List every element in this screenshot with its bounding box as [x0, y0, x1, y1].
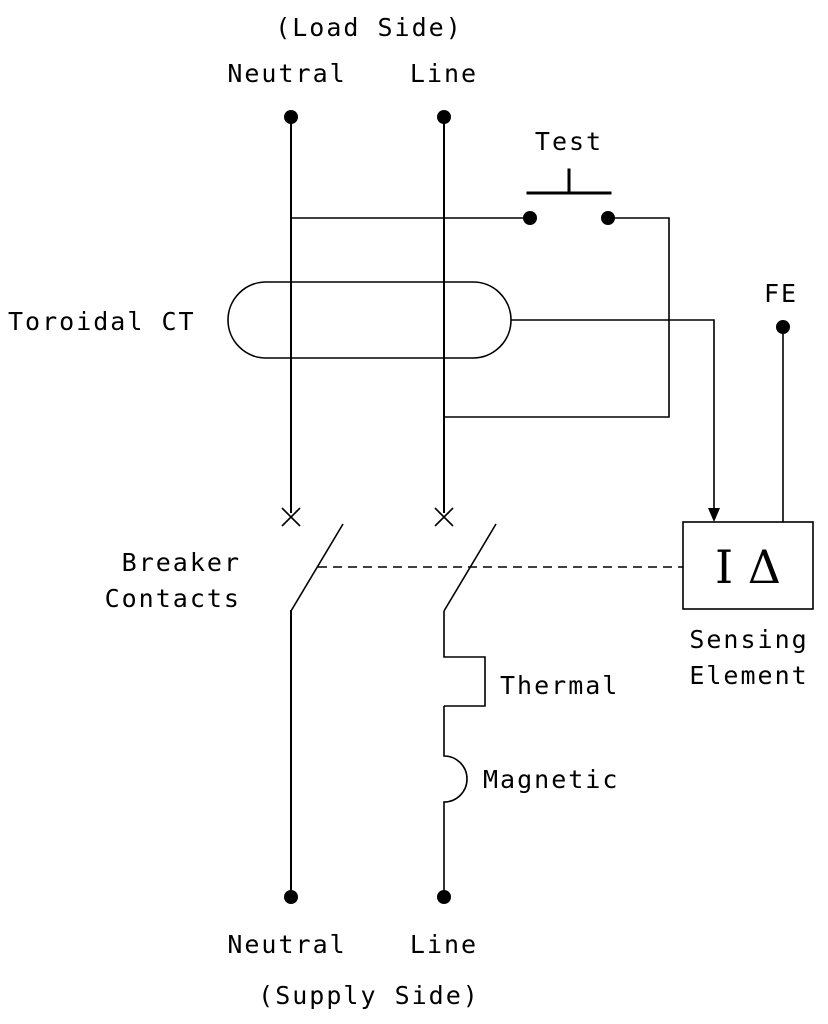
load-side-label: (Load Side)	[275, 13, 463, 42]
test-contact-left	[523, 211, 537, 225]
ct-arrow-icon	[708, 508, 720, 522]
line-contact-x	[434, 507, 454, 527]
neutral-bottom-label: Neutral	[227, 930, 346, 959]
sensing-element-box	[682, 521, 814, 610]
sensing-element-label-line1: Sensing	[689, 625, 808, 654]
supply-side-label: (Supply Side)	[258, 981, 480, 1010]
test-label: Test	[535, 127, 603, 156]
ct-secondary-wire	[511, 319, 715, 512]
neutral-contact-x	[281, 507, 301, 527]
breaker-label-line2: Contacts	[105, 584, 241, 613]
neutral-breaker-blade	[290, 523, 344, 612]
toroidal-ct-core	[227, 281, 512, 359]
sensing-symbol: I Δ	[715, 540, 781, 594]
thermal-trip-element	[443, 611, 486, 707]
magnetic-label: Magnetic	[483, 765, 619, 794]
fe-label: FE	[764, 279, 798, 308]
breaker-label-line1: Breaker	[122, 548, 241, 577]
line-bottom-label: Line	[410, 930, 478, 959]
line-top-label: Line	[410, 59, 478, 88]
line-supply-terminal	[437, 890, 451, 904]
magnetic-trip-element	[443, 706, 468, 897]
sensing-element-label-line2: Element	[689, 661, 808, 690]
toroidal-ct-label: Toroidal CT	[8, 307, 196, 336]
test-return-wire	[444, 217, 670, 418]
neutral-supply-terminal	[284, 890, 298, 904]
neutral-top-label: Neutral	[227, 59, 346, 88]
thermal-label: Thermal	[500, 671, 619, 700]
